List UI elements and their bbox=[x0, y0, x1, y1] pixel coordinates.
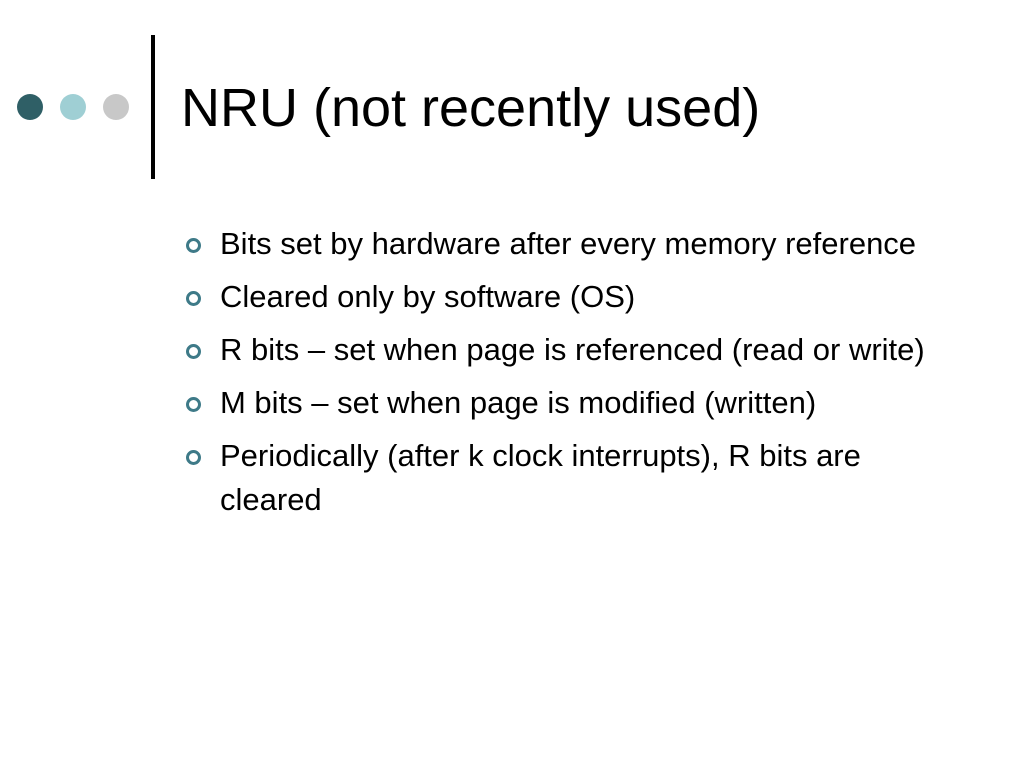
bullet-list: Bits set by hardware after every memory … bbox=[186, 222, 946, 531]
bullet-text: M bits – set when page is modified (writ… bbox=[220, 385, 817, 420]
bullet-item: Cleared only by software (OS) bbox=[186, 275, 946, 319]
title-divider bbox=[151, 35, 155, 179]
bullet-text: Cleared only by software (OS) bbox=[220, 279, 636, 314]
decorative-dot-light-icon bbox=[60, 94, 86, 120]
bullet-item: Bits set by hardware after every memory … bbox=[186, 222, 946, 266]
bullet-text: R bits – set when page is referenced (re… bbox=[220, 332, 925, 367]
bullet-ring-icon bbox=[186, 344, 201, 359]
bullet-item: Periodically (after k clock interrupts),… bbox=[186, 434, 946, 522]
bullet-text: Periodically (after k clock interrupts),… bbox=[220, 438, 861, 517]
bullet-ring-icon bbox=[186, 397, 201, 412]
decorative-dot-dark-icon bbox=[17, 94, 43, 120]
decorative-dot-gray-icon bbox=[103, 94, 129, 120]
bullet-ring-icon bbox=[186, 291, 201, 306]
bullet-text: Bits set by hardware after every memory … bbox=[220, 226, 917, 261]
bullet-item: M bits – set when page is modified (writ… bbox=[186, 381, 946, 425]
bullet-item: R bits – set when page is referenced (re… bbox=[186, 328, 946, 372]
bullet-ring-icon bbox=[186, 238, 201, 253]
slide-title: NRU (not recently used) bbox=[181, 78, 761, 138]
bullet-ring-icon bbox=[186, 450, 201, 465]
